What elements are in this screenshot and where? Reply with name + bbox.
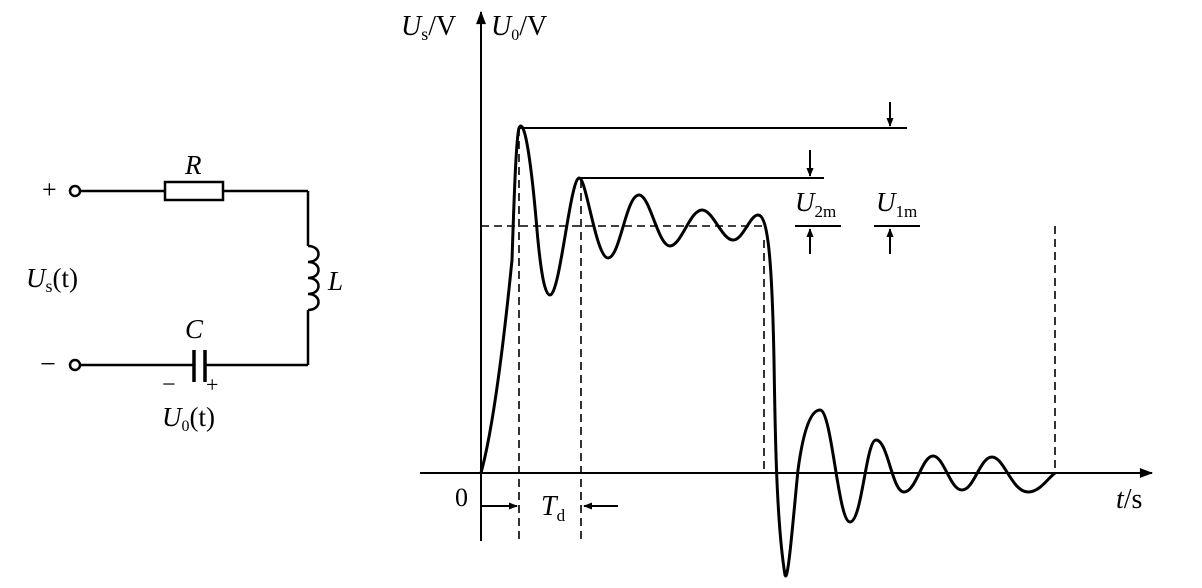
svg-text:Us/V: Us/V — [401, 11, 456, 44]
minus-terminal — [68, 358, 82, 372]
x-axis-label: t/s — [1116, 484, 1142, 515]
resistor — [163, 180, 225, 202]
svg-text:U1m: U1m — [876, 187, 917, 221]
origin-label: 0 — [455, 483, 468, 512]
plus-label: + — [42, 175, 57, 204]
u1m-label: U1m — [876, 187, 917, 221]
capacitor-label: C — [185, 314, 204, 344]
u2m-label: U2m — [795, 187, 836, 221]
minus-label: − — [40, 349, 56, 380]
inductor — [307, 244, 320, 312]
svg-text:U0/V: U0/V — [491, 11, 547, 44]
td-label: Td — [541, 491, 566, 525]
svg-text:t/s: t/s — [1116, 484, 1142, 515]
inductor-label: L — [327, 266, 343, 296]
y-axis-label-u0: U0/V — [491, 11, 547, 44]
svg-text:U2m: U2m — [795, 187, 836, 221]
y-axis-label-us: Us/V — [401, 11, 456, 44]
output-voltage-label: U0(t) — [162, 402, 215, 435]
plus-terminal — [68, 184, 82, 198]
capacitor-minus-label: − — [162, 372, 176, 398]
svg-text:Td: Td — [541, 491, 566, 525]
response-waveform — [479, 124, 1056, 578]
response-graph: Us/V U0/V t/s 0 Td U2m U1m — [401, 10, 1154, 578]
source-voltage-label: Us(t) — [26, 263, 78, 296]
svg-text:Us(t): Us(t) — [26, 263, 78, 296]
resistor-label: R — [184, 150, 202, 180]
capacitor-plus-label: + — [206, 372, 218, 397]
circuit-diagram: + − R L C − + Us(t) U0(t) — [26, 150, 343, 435]
svg-text:U0(t): U0(t) — [162, 402, 215, 435]
